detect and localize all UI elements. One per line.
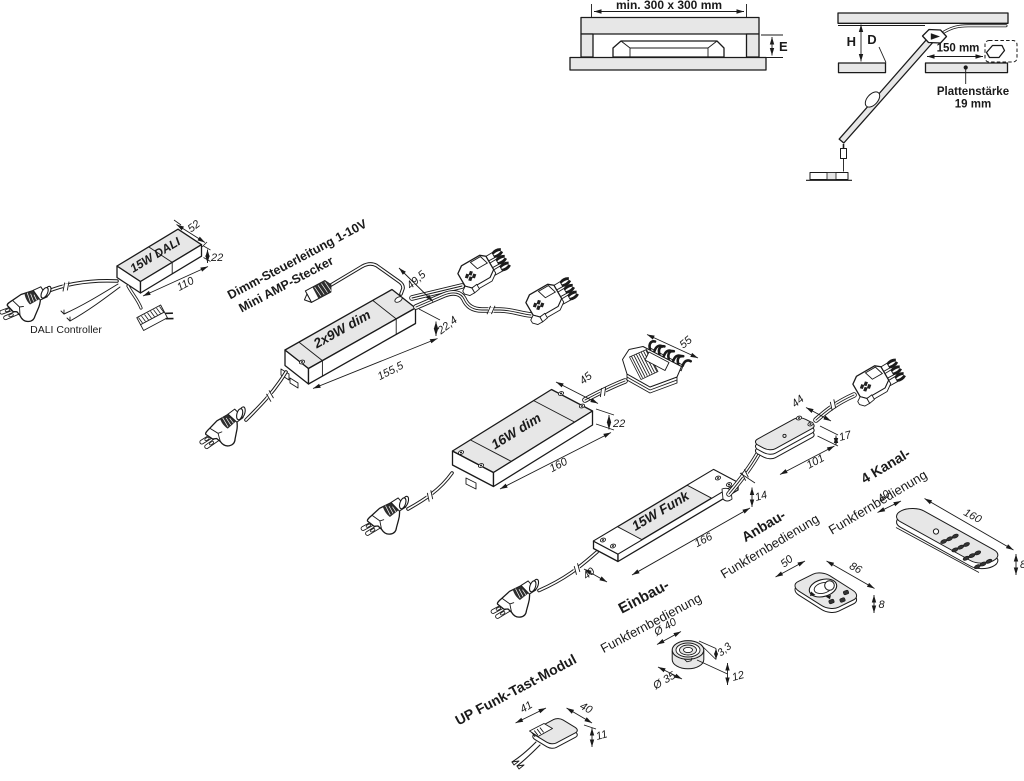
svg-text:E: E <box>779 39 788 54</box>
svg-text:150 mm: 150 mm <box>937 43 980 55</box>
svg-text:Plattenstärke: Plattenstärke <box>937 86 1009 98</box>
svg-text:H: H <box>847 34 856 49</box>
svg-text:19 mm: 19 mm <box>955 99 991 111</box>
svg-text:min. 300 x 300 mm: min. 300 x 300 mm <box>616 0 722 12</box>
svg-text:8: 8 <box>879 599 886 611</box>
svg-text:DALI Controller: DALI Controller <box>30 324 102 336</box>
svg-text:22: 22 <box>612 418 625 430</box>
svg-text:D: D <box>867 32 876 47</box>
svg-text:8: 8 <box>1020 559 1024 571</box>
svg-text:22: 22 <box>210 252 223 264</box>
